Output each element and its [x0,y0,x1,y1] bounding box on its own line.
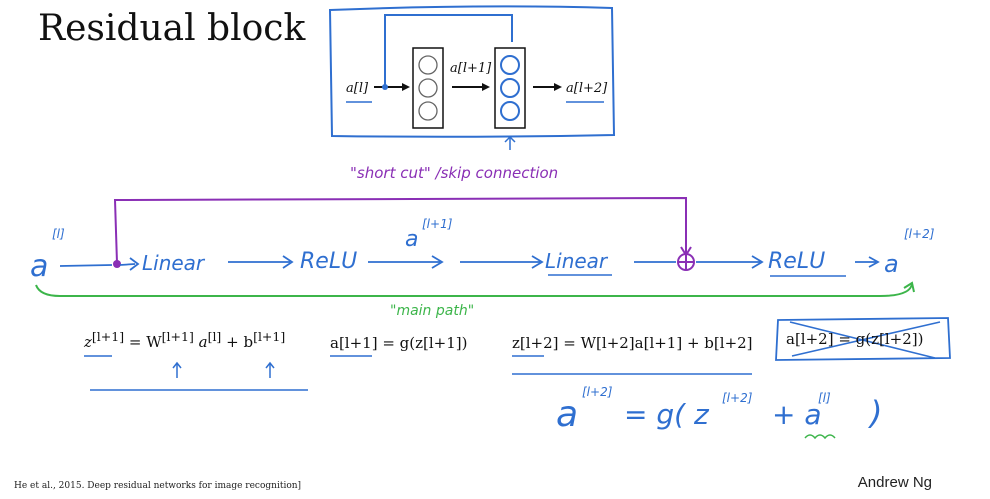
eq5-plus-sup: [l] [818,391,831,405]
eq1-a: a [198,333,208,351]
eq1-z-sup: [l+1] [91,329,125,344]
skip-loop [384,14,513,87]
flow-a-l2: a [884,250,899,278]
eq1-w-sup: [l+1] [161,329,194,344]
layer-2-box [494,47,526,129]
citation: He et al., 2015. Deep residual networks … [14,481,302,491]
eq1-w: = W [128,333,162,351]
eq5-plus: + a [772,398,822,431]
layer-1-box [412,47,444,129]
main-path-curve [35,283,913,297]
author-name: Andrew Ng [857,474,932,491]
eq1-b-sup: [l+1] [253,329,286,344]
flow-a-l-sup: [l] [52,227,65,241]
top-diagram-frame [328,5,616,138]
equation-a-l1: a[l+1] = g(z[l+1]) [330,334,468,352]
flow-linear-1: Linear [142,251,206,275]
label-a-l1: a[l+1] [450,61,492,76]
eq1-a-sup: [l] [207,329,222,344]
equation-z-l2: z[l+2] = W[l+2]a[l+1] + b[l+2] [512,334,753,352]
flow-a-l1: a [405,227,418,252]
eq1-b: + b [226,333,254,351]
flow-linear-2: Linear [545,249,609,273]
label-a-l2: a[l+2] [566,81,608,96]
flow-relu-1: ReLU [300,249,357,274]
flow-a-l1-sup: [l+1] [422,217,453,231]
page-title: Residual block [38,8,306,49]
flow-a-l: a [30,249,48,284]
shortcut-annotation: "short cut" /skip connection [350,164,558,182]
eq1-z: z [84,333,92,351]
skip-start-node [113,260,121,268]
eq5-a: a [556,394,578,435]
eq5-mid-sup: [l+2] [722,391,753,405]
eq5-mid: = g( z [624,398,710,431]
flow-relu-2: ReLU [768,249,825,274]
label-a-l: a[l] [346,81,369,96]
equation-z-l1: z[l+1] = W[l+1] a[l] + b[l+1] [84,329,285,351]
eq5-end: ) [868,394,882,432]
skip-connection-path [113,196,687,264]
main-path-annotation: "main path" [390,303,474,319]
eq5-sup: [l+2] [582,385,613,399]
eq4-crossed-box [775,317,951,361]
add-node [677,253,695,271]
equation-a-l2-crossed: a[l+2] = g(z[l+2]) [786,330,924,348]
flow-a-l2-sup: [l+2] [904,227,935,241]
